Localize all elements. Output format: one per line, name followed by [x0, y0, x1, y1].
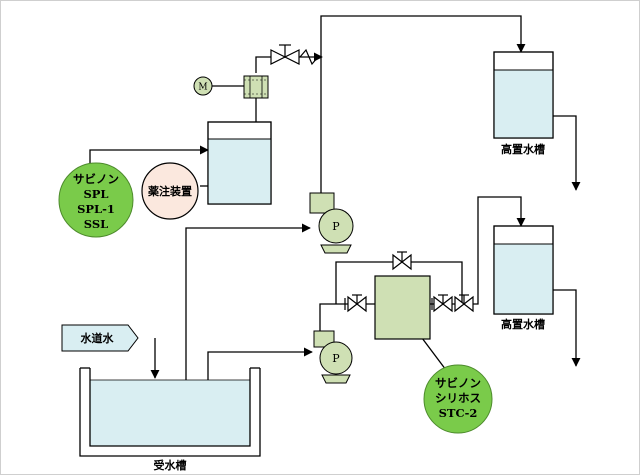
- valve-filter-inlet[interactable]: [344, 294, 367, 313]
- elevated-tank-lower: [493, 225, 554, 315]
- chemical-tank: [207, 121, 272, 205]
- elevated-tank-upper-label: 高置水槽: [501, 142, 545, 156]
- svg-text:P: P: [332, 220, 340, 233]
- svg-text:SPL-1: SPL-1: [77, 202, 115, 216]
- cartridge-unit: [374, 275, 431, 340]
- pipe-suction-upper-pump: [185, 223, 311, 380]
- tap-water-tag: 水道水: [61, 324, 139, 352]
- svg-text:シリホス: シリホス: [435, 391, 481, 405]
- pipe-suction-lower-pump: [207, 347, 313, 380]
- tap-water-label: 水道水: [81, 331, 115, 345]
- svg-text:P: P: [332, 352, 340, 365]
- svg-text:SSL: SSL: [84, 217, 108, 231]
- mixer-unit: [243, 75, 269, 99]
- svg-text:サビノン: サビノン: [435, 376, 481, 390]
- receiving-tank: [79, 367, 261, 457]
- motor[interactable]: M: [193, 76, 213, 96]
- receiving-tank-label: 受水槽: [154, 458, 187, 472]
- product-badge-right: サビノン シリホス STC-2: [423, 364, 493, 434]
- pump-lower[interactable]: P: [313, 330, 353, 384]
- pipe-top-main: [320, 15, 526, 196]
- svg-text:M: M: [198, 83, 207, 93]
- svg-text:SPL: SPL: [83, 187, 108, 201]
- chemical-injector-label: 薬注装置: [148, 184, 192, 198]
- valve-filter-outlet-2[interactable]: [454, 294, 474, 313]
- valve-filter-outlet-1[interactable]: [431, 294, 453, 313]
- valve-top[interactable]: [270, 44, 300, 65]
- check-valve-top: [299, 48, 319, 66]
- pipe-spl-to-tank: [89, 145, 209, 167]
- pipe-lower-tank-outlet: [553, 289, 581, 367]
- chemical-injector[interactable]: 薬注装置: [141, 162, 199, 220]
- pump-upper[interactable]: P: [309, 192, 354, 254]
- elevated-tank-upper: [493, 51, 554, 139]
- valve-bypass[interactable]: [392, 251, 412, 271]
- svg-text:サビノン: サビノン: [73, 172, 119, 186]
- pipe-upper-tank-outlet: [553, 115, 581, 191]
- product-badge-left: サビノン SPL SPL-1 SSL: [58, 162, 134, 238]
- elevated-tank-lower-label: 高置水槽: [501, 317, 545, 331]
- svg-text:STC-2: STC-2: [439, 406, 478, 420]
